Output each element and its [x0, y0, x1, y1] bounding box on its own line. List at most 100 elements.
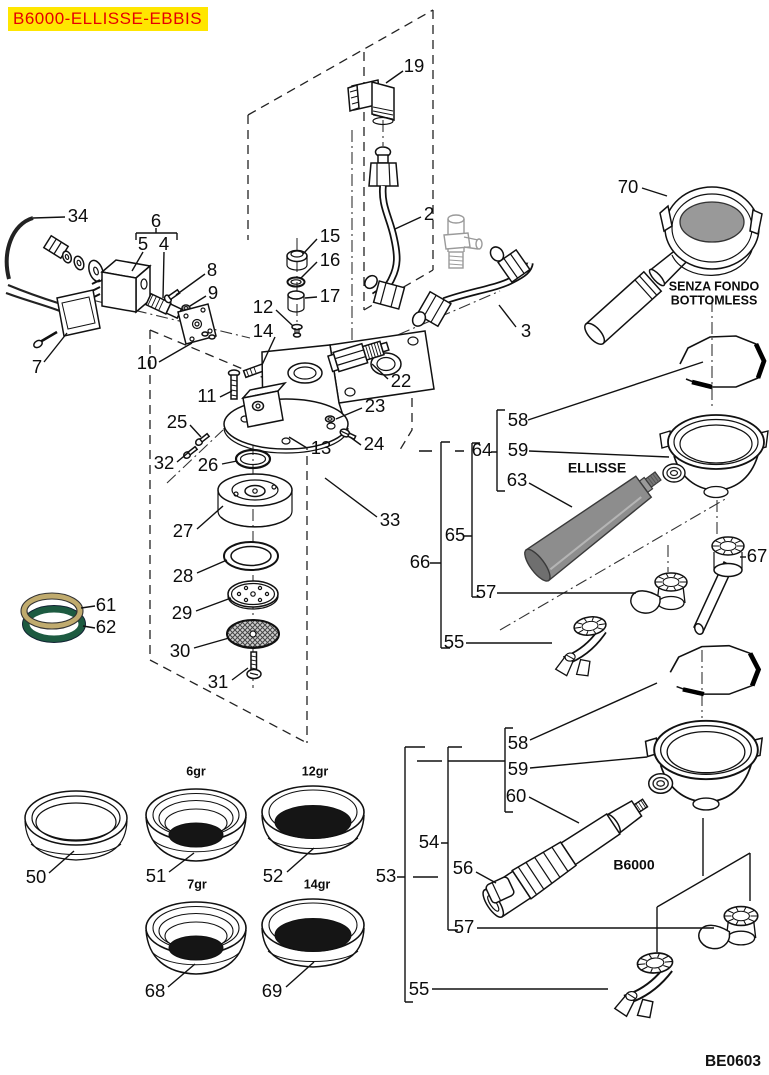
tee-fitting-ghost: [443, 214, 483, 269]
fitting-part-22: [327, 340, 390, 373]
part-label-17: 17: [320, 285, 341, 306]
part-label-6: 6: [151, 210, 161, 231]
bottomless-portafilter-part-70: [584, 186, 763, 345]
part-label-51: 51: [146, 865, 167, 886]
part-label-30: 30: [170, 640, 191, 661]
part-label-29: 29: [172, 602, 193, 623]
part-label-59: 59: [508, 439, 529, 460]
spout-part-57-ellisse: [631, 573, 687, 613]
screw-part-8: [163, 288, 181, 304]
annotation-senza-fondo: SENZA FONDO: [669, 279, 760, 293]
part-label-58: 58: [508, 409, 529, 430]
branched-leader-b6000-spouts: [656, 852, 751, 952]
portafilter-body-part-59-b6000: [644, 719, 764, 876]
part-label-50: 50: [26, 866, 47, 887]
bushing-part-17: [287, 290, 305, 313]
part-label-14: 14: [253, 320, 274, 341]
shower-screen-part-30: [226, 619, 280, 649]
portafilter-body-part-59-ellisse: [659, 414, 769, 499]
part-label-19: 19: [404, 55, 425, 76]
part-label-33: 33: [380, 509, 401, 530]
part-label-15: 15: [320, 225, 341, 246]
filter-basket-part-50: [24, 790, 128, 861]
ring-part-28: [223, 541, 279, 571]
part-label-28: 28: [173, 565, 194, 586]
part-label-2: 2: [424, 203, 434, 224]
part-label-69: 69: [262, 980, 283, 1001]
screw-part-31: [246, 651, 262, 680]
pipe-part-3: [411, 246, 534, 328]
part-label-25: 25: [167, 411, 188, 432]
filter-basket-part-52: [261, 785, 365, 855]
spout-part-55-ellisse: [549, 615, 613, 680]
connector-part-7: [5, 283, 101, 349]
part-label-54: 54: [419, 831, 440, 852]
diffuser-part-27: [217, 473, 293, 528]
part-label-3: 3: [521, 320, 531, 341]
part-label-24: 24: [364, 433, 385, 454]
spout-part-67: [693, 536, 745, 636]
part-label-7: 7: [32, 356, 42, 377]
filter-basket-part-51: [145, 788, 247, 862]
annotation-basket-14gr: 14gr: [304, 877, 331, 891]
spring-clip-part-58-b6000: [670, 646, 758, 694]
part-label-9: 9: [208, 282, 218, 303]
elbow-fitting-part-19: [347, 79, 395, 126]
valve-stem-part-4: [144, 292, 183, 320]
annotation-ellisse: ELLISSE: [568, 460, 626, 476]
part-label-23: 23: [365, 395, 386, 416]
gasket-part-62: [22, 605, 86, 643]
part-label-8: 8: [207, 259, 217, 280]
part-label-67: 67: [747, 545, 768, 566]
part-label-55: 55: [409, 978, 430, 999]
screw-part-11: [227, 369, 241, 400]
leader-lines: [32, 70, 746, 990]
part-label-68: 68: [145, 980, 166, 1001]
part-label-60: 60: [506, 785, 527, 806]
part-label-53: 53: [376, 865, 397, 886]
gasket-part-61: [20, 592, 84, 630]
filter-basket-part-68: [145, 901, 247, 975]
annotation-basket-7gr: 7gr: [187, 877, 207, 891]
annotation-basket-12gr: 12gr: [302, 764, 329, 778]
annotation-b6000: B6000: [613, 857, 654, 873]
washer-part-23: [324, 415, 336, 423]
part-label-11: 11: [197, 385, 216, 406]
part-label-65: 65: [445, 524, 466, 545]
part-label-10: 10: [137, 352, 158, 373]
part-label-57: 57: [476, 581, 497, 602]
part-label-27: 27: [173, 520, 194, 541]
spring-clip-part-58-ellisse: [680, 336, 764, 387]
spout-part-55-b6000: [610, 952, 677, 1021]
part-label-58: 58: [508, 732, 529, 753]
document-code: BE0603: [704, 1053, 761, 1070]
filter-basket-part-69: [261, 898, 365, 968]
part-label-26: 26: [198, 454, 219, 475]
screw-part-32: [182, 445, 199, 460]
part-label-55: 55: [444, 631, 465, 652]
part-label-56: 56: [453, 857, 474, 878]
part-label-5: 5: [138, 233, 148, 254]
handle-part-63-ellisse: [524, 471, 662, 582]
part-label-64: 64: [472, 439, 493, 460]
part-label-52: 52: [263, 865, 284, 886]
collar-part-56: [485, 876, 515, 904]
valve-pin-part-12: [291, 323, 303, 338]
solenoid-coil-part-5: [91, 259, 152, 314]
oring-part-26: [234, 448, 272, 470]
pipe-part-2: [364, 146, 406, 310]
valve-flange-part-10: [177, 303, 217, 345]
screw-part-24: [339, 428, 357, 441]
part-label-63: 63: [507, 469, 528, 490]
part-label-4: 4: [159, 233, 169, 254]
diagram-title: B6000-ELLISSE-EBBIS: [8, 7, 209, 32]
part-label-13: 13: [311, 437, 332, 458]
part-label-70: 70: [618, 176, 639, 197]
annotation-bottomless: BOTTOMLESS: [671, 293, 758, 307]
group-head-part-13: [223, 330, 435, 454]
part-label-12: 12: [253, 296, 274, 317]
part-label-57: 57: [454, 916, 475, 937]
